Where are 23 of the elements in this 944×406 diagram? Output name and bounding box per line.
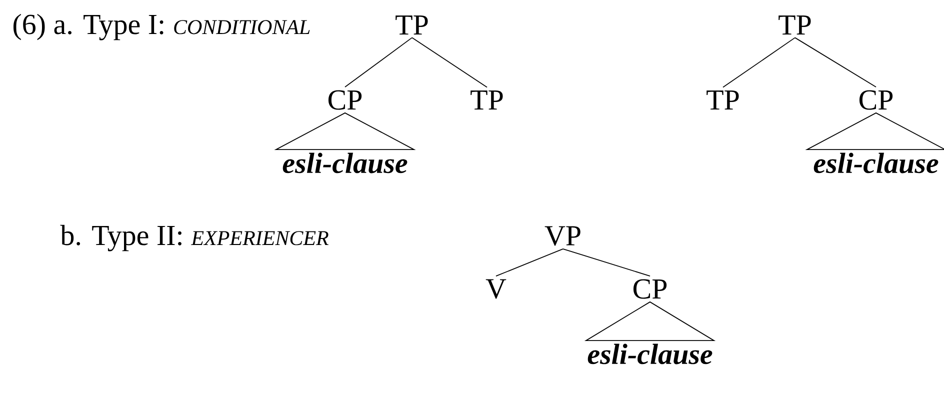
category-label: TP xyxy=(396,16,428,34)
category-label: TP xyxy=(706,90,739,110)
tree-leaf-text: esli-clause xyxy=(588,344,712,364)
category-label: CP xyxy=(859,90,893,110)
tree-branch xyxy=(562,248,650,276)
example-heading: (6) a. Type I: xyxy=(13,14,164,40)
category-label: TP xyxy=(470,90,503,110)
tree-leaf-text: esli-clause xyxy=(814,152,938,174)
tree-branch xyxy=(794,37,876,88)
tree-branch xyxy=(344,37,412,88)
tree-branch xyxy=(496,248,564,277)
type-label: EXPERIENCER xyxy=(190,231,329,246)
category-label: VP xyxy=(544,226,580,246)
category-label: CP xyxy=(328,90,362,110)
tree-leaf-text: esli-clause xyxy=(282,152,408,174)
type-label: CONDITIONAL xyxy=(174,20,310,34)
category-label: TP xyxy=(778,16,811,34)
tree-branch xyxy=(412,37,488,88)
roof-triangle xyxy=(805,112,944,150)
category-label: CP xyxy=(633,279,667,299)
tree-branch xyxy=(722,37,796,88)
example-heading: b. Type II: xyxy=(60,224,182,252)
category-label: V xyxy=(486,279,506,299)
